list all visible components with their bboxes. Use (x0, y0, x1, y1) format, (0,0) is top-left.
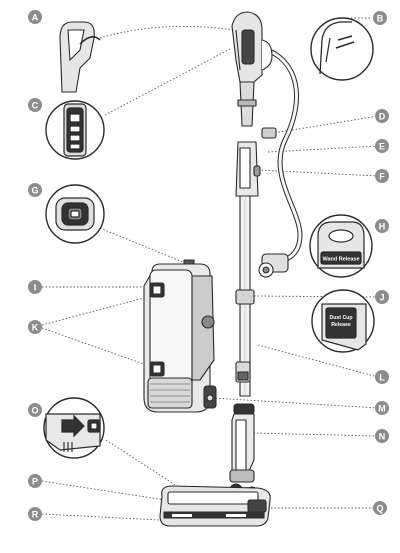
svg-text:R: R (32, 509, 39, 519)
wand-release-text: Wand Release (322, 257, 359, 263)
vacuum-main (143, 11, 303, 527)
svg-text:K: K (32, 322, 39, 332)
wand-coupling (261, 127, 277, 139)
leader-lines (41, 17, 379, 521)
leader-p (41, 480, 166, 501)
leader-k1 (41, 294, 156, 326)
letter-badges: A B C D E F G H I J K L M N O P Q R (28, 10, 389, 521)
badge-k: K (28, 320, 42, 334)
wand-release-clip (235, 289, 255, 305)
svg-text:Q: Q (376, 503, 383, 513)
svg-text:J: J (379, 292, 384, 302)
svg-text:O: O (31, 405, 38, 415)
badge-l: L (375, 370, 389, 384)
svg-text:A: A (32, 12, 39, 22)
detail-j-dust-cup-release: Dust Cup Release (311, 289, 375, 353)
dust-cup-pod (143, 259, 217, 413)
badge-b: B (373, 11, 387, 25)
handle-controls (241, 29, 255, 65)
svg-text:B: B (377, 13, 384, 23)
svg-text:C: C (32, 100, 39, 110)
badge-o: O (28, 403, 42, 417)
svg-text:D: D (379, 111, 386, 121)
handle (231, 11, 273, 83)
lower-neck (233, 403, 255, 415)
badge-c: C (28, 98, 42, 112)
badge-i: I (28, 280, 42, 294)
badge-n: N (375, 429, 389, 443)
detail-h-wand-release: Wand Release (309, 214, 373, 278)
leader-l (257, 344, 379, 378)
hose-inner (261, 46, 302, 264)
detail-b-hose-hook (310, 17, 374, 81)
leader-o (105, 439, 181, 489)
badge-f: F (375, 169, 389, 183)
badge-j: J (375, 290, 389, 304)
svg-text:L: L (379, 372, 385, 382)
wand-release-tag (320, 251, 362, 265)
badge-r: R (28, 507, 42, 521)
svg-text:P: P (32, 476, 38, 486)
svg-text:I: I (34, 282, 37, 292)
svg-text:F: F (379, 171, 385, 181)
badge-p: P (28, 474, 42, 488)
svg-text:N: N (379, 431, 386, 441)
dust-cup-release-text-2: Release (331, 322, 351, 328)
badge-a: A (28, 10, 42, 24)
badge-h: H (375, 219, 389, 233)
badge-q: Q (373, 501, 387, 515)
badge-e: E (375, 139, 389, 153)
detail-o-nozzle-pedal (43, 397, 105, 459)
leader-f (257, 169, 379, 177)
leader-a (99, 25, 236, 39)
arrow-right-icon (61, 414, 85, 438)
detail-c-controls (45, 100, 105, 160)
leader-r (41, 513, 161, 521)
leader-d (267, 115, 379, 135)
detail-g-power-button (45, 184, 105, 244)
dust-cup-release-text-1: Dust Cup (329, 315, 352, 321)
svg-text:E: E (379, 141, 385, 151)
leader-n (249, 432, 379, 437)
leader-e (267, 145, 379, 153)
detail-a-handle (59, 21, 101, 93)
badge-d: D (375, 109, 389, 123)
leader-k2 (41, 327, 156, 369)
badge-g: G (28, 183, 42, 197)
hose-end-fitting (258, 253, 289, 278)
svg-text:H: H (379, 221, 386, 231)
leader-g (99, 227, 186, 264)
svg-text:G: G (31, 185, 38, 195)
badge-m: M (375, 401, 389, 415)
floor-nozzle (159, 485, 271, 527)
svg-text:M: M (378, 403, 386, 413)
leader-c (104, 47, 233, 116)
